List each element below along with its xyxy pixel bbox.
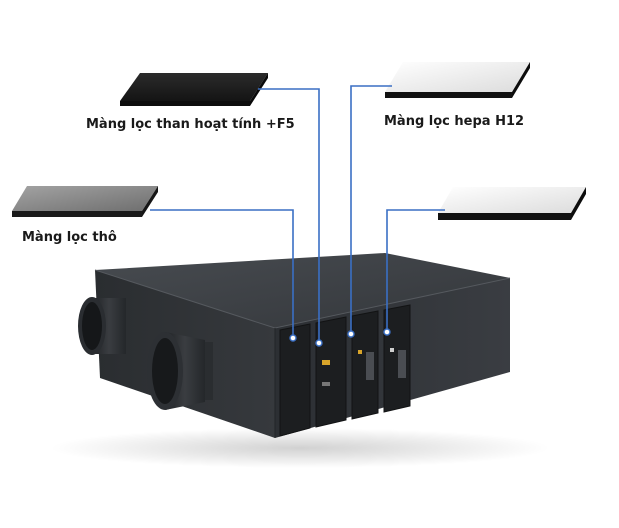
carbon-filter-panel [120,73,268,106]
duct-pipe-front [147,332,213,410]
leader-lines [150,85,445,342]
slot-3-tag [358,350,362,354]
leader-endpoints [289,328,391,347]
unit-top-face [95,253,510,328]
unit-shadow [50,428,550,468]
leader-line-fourth [386,209,445,331]
fourth-filter-panel [438,187,586,220]
filter-slot-1 [279,323,311,437]
duct-pipe-rear [78,297,126,355]
filter-slot-4 [383,304,411,413]
slot-2-tag [322,360,330,365]
leader-dot-carbon [315,339,323,347]
leader-dot-fourth [383,328,391,336]
slot-4-sticker [398,350,406,378]
coarse-filter-panel [12,186,158,217]
slot-4-tag [390,348,394,352]
slot-2-mark [322,382,330,386]
label-carbon-filter: Màng lọc than hoạt tính +F5 [86,117,295,132]
hepa-filter-panel [385,62,530,98]
label-hepa-filter: Màng lọc hepa H12 [384,114,525,129]
leader-dot-hepa [347,330,355,338]
leader-line-coarse [150,209,294,337]
label-coarse-filter: Màng lọc thô [22,230,117,245]
filter-slot-2 [315,316,347,428]
leader-dot-coarse [289,334,297,342]
leader-line-carbon [258,88,320,342]
leader-line-hepa [350,85,392,333]
filter-slot-3 [351,310,379,420]
slot-3-sticker [366,352,374,380]
